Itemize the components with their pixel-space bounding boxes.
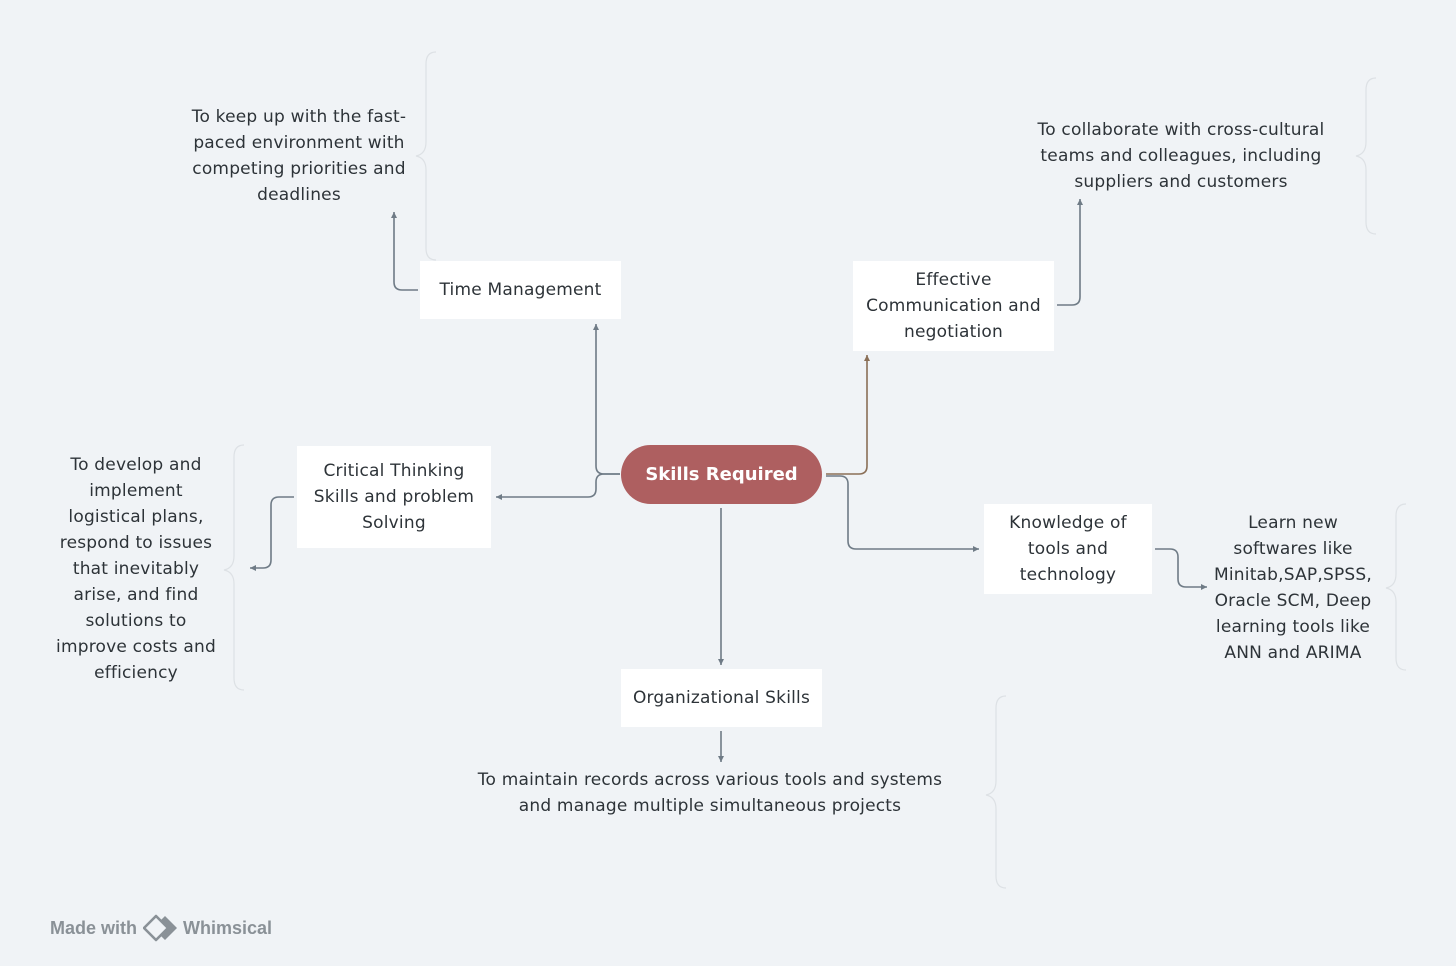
note-effective-communication: To collaborate with cross-cultural teams… xyxy=(1037,120,1325,192)
node-organizational-skills[interactable]: Organizational Skills xyxy=(621,669,822,727)
node-effective-communication[interactable]: Effective Communication and negotiation xyxy=(853,261,1054,351)
node-knowledge-of-tools[interactable]: Knowledge of tools and technology xyxy=(984,504,1152,594)
node-label: Knowledge of tools and technology xyxy=(1009,513,1127,585)
node-label: Time Management xyxy=(439,280,602,300)
bracket-communication-note xyxy=(1355,77,1377,235)
note-organizational-skills: To maintain records across various tools… xyxy=(477,770,943,816)
connector-root-communication xyxy=(826,355,870,475)
connector-knowledge-note xyxy=(1155,548,1207,590)
bracket-time-note xyxy=(415,51,437,261)
node-label: Organizational Skills xyxy=(632,688,811,708)
footer-made-with-whimsical[interactable]: Made with Whimsical xyxy=(50,914,272,942)
node-critical-thinking[interactable]: Critical Thinking Skills and problem Sol… xyxy=(297,446,491,548)
connector-critical-note xyxy=(250,496,294,571)
node-label: Effective Communication and negotiation xyxy=(866,270,1041,342)
footer-made-with: Made with xyxy=(50,917,138,938)
bracket-critical-note xyxy=(223,444,245,691)
node-time-management[interactable]: Time Management xyxy=(420,261,621,319)
note-critical-thinking: To develop and implement logistical plan… xyxy=(56,455,216,683)
connector-root-critical xyxy=(496,473,620,500)
footer-brand: Whimsical xyxy=(183,917,273,938)
connector-root-time xyxy=(593,324,620,475)
bracket-organizational-note xyxy=(985,695,1007,889)
root-node-skills-required[interactable]: Skills Required xyxy=(621,445,822,504)
whimsical-logo-icon xyxy=(143,914,178,942)
node-label: Critical Thinking Skills and problem Sol… xyxy=(313,461,475,533)
root-node-label: Skills Required xyxy=(645,464,798,485)
connector-time-note xyxy=(391,212,418,291)
note-time-management: To keep up with the fast-paced environme… xyxy=(191,107,407,205)
connector-communication-note xyxy=(1057,199,1083,306)
bracket-knowledge-note xyxy=(1385,503,1407,671)
connector-root-knowledge xyxy=(826,475,979,552)
note-knowledge-of-tools: Learn new softwares like Minitab,SAP,SPS… xyxy=(1214,513,1372,663)
